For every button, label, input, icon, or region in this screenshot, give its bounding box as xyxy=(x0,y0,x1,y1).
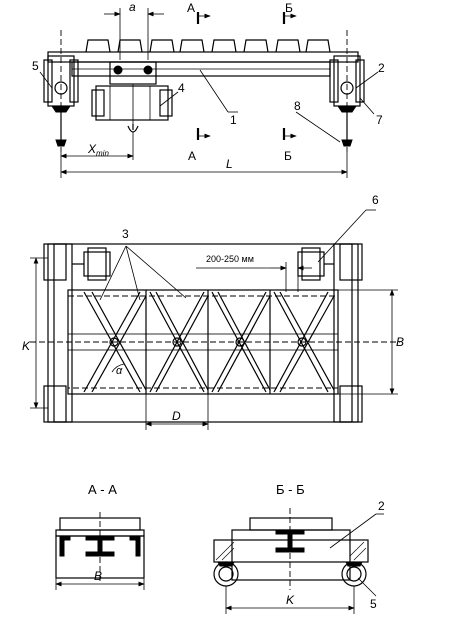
callout-6: 6 xyxy=(372,193,379,207)
section-a-a: А - А B xyxy=(55,482,145,590)
dim-d-label: D xyxy=(172,409,181,423)
drive-motor-right xyxy=(297,247,334,281)
callout-3: 3 xyxy=(122,227,129,241)
section-b-b-title: Б - Б xyxy=(276,482,305,497)
section-b-b: Б - Б K 2 5 xyxy=(213,482,385,614)
plan-view: α K B D 200-250 мм 3 6 xyxy=(22,193,404,430)
drive-motor-left xyxy=(72,247,111,281)
elevation-callouts: 1 2 4 5 7 8 xyxy=(32,59,385,143)
dim-k-section-label: K xyxy=(286,593,295,607)
section-a-a-title: А - А xyxy=(88,482,117,497)
dim-l-label: L xyxy=(226,157,233,171)
callout-5: 5 xyxy=(32,59,39,73)
section-a-top-label: А xyxy=(187,1,195,15)
callout-5-section: 5 xyxy=(370,597,377,611)
section-b-top-label: Б xyxy=(285,1,293,15)
right-end-truck xyxy=(329,30,365,152)
dim-gap-label: 200-250 мм xyxy=(206,254,254,264)
callout-7: 7 xyxy=(376,113,383,127)
dim-k-plan-label: K xyxy=(22,339,31,353)
dim-xmin-label: Xmin xyxy=(87,142,109,158)
callout-4: 4 xyxy=(178,81,185,95)
section-b-bottom-label: Б xyxy=(284,149,292,163)
elevation-view: a А Б А Б Xmin L 1 2 4 xyxy=(32,0,385,178)
callout-2: 2 xyxy=(378,61,385,75)
dim-a-label: a xyxy=(129,0,136,14)
section-a-bottom-label: А xyxy=(188,149,196,163)
callout-8: 8 xyxy=(294,99,301,113)
left-end-truck xyxy=(43,30,79,152)
dim-b-plan-label: B xyxy=(396,335,404,349)
trolley xyxy=(109,61,157,133)
callout-1: 1 xyxy=(230,113,237,127)
plan-callouts: 3 6 xyxy=(99,193,379,301)
dim-b-section-label: B xyxy=(94,569,102,583)
angle-alpha-label: α xyxy=(116,365,123,377)
callout-2-section: 2 xyxy=(378,499,385,513)
hoist-unit xyxy=(91,85,173,121)
deck-blocks xyxy=(85,39,331,53)
